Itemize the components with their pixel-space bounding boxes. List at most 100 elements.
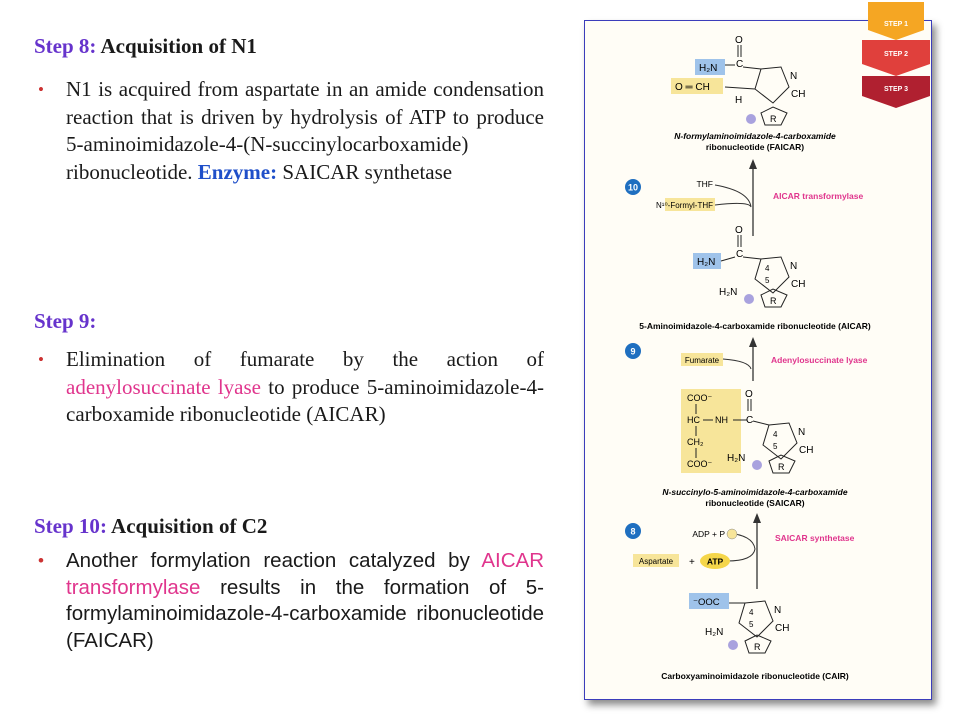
aicar-c5: 5 — [765, 276, 770, 285]
faicar-h2n-highlight — [695, 59, 725, 75]
saicar-c4: 4 — [773, 430, 778, 439]
saicar-ch: CH — [799, 445, 813, 456]
pathway-figure-panel: H₂N O C O ═ CH N CH H R N-formylaminoimi… — [584, 20, 932, 700]
faicar-h: H — [735, 95, 742, 106]
cair-n: N — [774, 605, 781, 616]
faicar-phosphate-dot — [746, 114, 756, 124]
aicar-name: 5-Aminoimidazole-4-carboxamide ribonucle… — [639, 321, 871, 331]
cair-h2n: H₂N — [705, 627, 723, 638]
saicar-phosphate-dot — [752, 460, 762, 470]
saicar-c: C — [746, 415, 753, 426]
saicar-name-1: N-succinylo-5-aminoimidazole-4-carboxami… — [662, 487, 847, 497]
cair-name: Carboxyaminoimidazole ribonucleotide (CA… — [661, 671, 849, 681]
saicar-h2n: H₂N — [727, 453, 745, 464]
faicar-formyl-highlight — [671, 78, 723, 94]
step-9-text-after: to produce 5-aminoimidazole-4-carboxamid… — [66, 374, 544, 427]
aicar-phosphate-dot — [744, 294, 754, 304]
reaction-10-thf: THF — [696, 179, 713, 189]
reaction-10-formyl-thf: N¹⁰-Formyl-THF — [656, 201, 713, 210]
cair-carboxyl-highlight — [689, 593, 729, 609]
reaction-10-formyl-highlight — [665, 198, 715, 211]
reaction-8: 8 ADP + P Aspartate + ATP SAICAR synthet… — [625, 513, 855, 589]
step-8-number: Step 8: — [34, 34, 97, 58]
reaction-9-fumarate: Fumarate — [685, 356, 720, 365]
step-9-enzyme: adenylosuccinate lyase — [66, 374, 261, 399]
faicar-r: R — [770, 114, 777, 124]
step-9-bullet: Elimination of fumarate by the action of… — [38, 346, 544, 429]
step-9-number: Step 9: — [34, 309, 97, 333]
faicar-o: O — [735, 35, 743, 46]
reaction-8-atp: ATP — [707, 557, 724, 567]
step-8-title: Acquisition of N1 — [100, 34, 257, 58]
reaction-10-badge — [625, 179, 641, 195]
step-8-enzyme-name: SAICAR synthetase — [282, 159, 453, 184]
step-3-badge — [862, 76, 930, 108]
step-8-bullet: N1 is acquired from aspartate in an amid… — [38, 76, 544, 186]
cair-ch: CH — [775, 623, 789, 634]
reaction-8-number: 8 — [630, 527, 635, 537]
reaction-9: 9 Fumarate Adenylosuccinate lyase — [625, 337, 868, 381]
aicar-h2n: H₂N — [697, 257, 715, 268]
step-2-badge-label: STEP 2 — [884, 51, 908, 58]
reaction-10-number: 10 — [628, 183, 638, 193]
saicar-succinyl-highlight — [681, 389, 741, 473]
step-10-bullet: Another formylation reaction catalyzed b… — [38, 548, 544, 654]
reaction-8-aspartate-highlight — [633, 554, 679, 567]
aicar-h2n-highlight — [693, 253, 721, 269]
reaction-9-badge — [625, 343, 641, 359]
saicar-hc: HC — [687, 415, 700, 425]
cair-phosphate-dot — [728, 640, 738, 650]
step-8-text: N1 is acquired from aspartate in an amid… — [66, 77, 544, 184]
step-8-heading: Step 8: Acquisition of N1 — [34, 34, 257, 59]
aicar-h2n-2: H₂N — [719, 287, 737, 298]
reaction-8-enzyme: SAICAR synthetase — [775, 533, 855, 543]
step-2-badge — [862, 40, 930, 76]
reaction-8-products: ADP + P — [692, 529, 725, 539]
reaction-9-fumarate-highlight — [681, 353, 723, 366]
step-10-separator: : — [99, 514, 107, 538]
reaction-8-plus: + — [689, 557, 695, 568]
step-10-title: Acquisition of C2 — [111, 514, 268, 538]
saicar-c5: 5 — [773, 442, 778, 451]
reaction-10: 10 THF N¹⁰-Formyl-THF AICAR transformyla… — [625, 159, 863, 236]
step-8-enzyme-label: Enzyme: — [197, 159, 278, 184]
reaction-9-enzyme: Adenylosuccinate lyase — [771, 355, 868, 365]
reaction-8-aspartate: Aspartate — [639, 557, 674, 566]
aicar-o: O — [735, 225, 743, 236]
reaction-8-phosphate-circle — [726, 528, 738, 540]
aicar-c4: 4 — [765, 264, 770, 273]
saicar-coo-2: COO⁻ — [687, 459, 713, 469]
cair-structure: ⁻OOC 4 5 N CH H₂N R — [689, 593, 789, 654]
pathway-figure: H₂N O C O ═ CH N CH H R N-formylaminoimi… — [625, 35, 871, 681]
step-10-heading: Step 10: Acquisition of C2 — [34, 514, 267, 539]
saicar-o: O — [745, 389, 753, 400]
step-10-text-before: Another formylation reaction catalyzed b… — [66, 549, 470, 572]
reaction-8-atp-highlight — [700, 553, 730, 569]
step-1-badge-label: STEP 1 — [884, 21, 908, 28]
faicar-name-1: N-formylaminoimidazole-4-carboxamide — [674, 131, 836, 141]
cair-ooc: ⁻OOC — [693, 597, 720, 608]
saicar-n: N — [798, 427, 805, 438]
reaction-8-badge — [625, 523, 641, 539]
saicar-structure: COO⁻ HC NH CH₂ COO⁻ O C 4 5 N CH H₂N R — [681, 389, 813, 474]
aicar-ch: CH — [791, 279, 805, 290]
saicar-nh: NH — [715, 415, 728, 425]
saicar-coo-1: COO⁻ — [687, 393, 713, 403]
step-1-badge — [868, 2, 924, 40]
saicar-ch2: CH₂ — [687, 437, 704, 447]
reaction-10-enzyme: AICAR transformylase — [773, 191, 863, 201]
aicar-n: N — [790, 261, 797, 272]
step-badges: STEP 1 STEP 2 STEP 3 — [858, 0, 934, 110]
saicar-r: R — [778, 462, 785, 472]
faicar-c: C — [736, 59, 743, 70]
step-9-text-before: Elimination of fumarate by the action of — [66, 347, 544, 371]
cair-r: R — [754, 642, 761, 652]
step-10-number: Step 10 — [34, 514, 100, 538]
cair-c4: 4 — [749, 608, 754, 617]
step-10-enzyme: AICAR transformylase — [66, 549, 544, 599]
faicar-structure: H₂N O C O ═ CH N CH H R — [671, 35, 805, 126]
step-3-badge-label: STEP 3 — [884, 86, 908, 93]
aicar-c: C — [736, 249, 743, 260]
faicar-ch: CH — [791, 89, 805, 100]
saicar-name-2: ribonucleotide (SAICAR) — [705, 498, 804, 508]
